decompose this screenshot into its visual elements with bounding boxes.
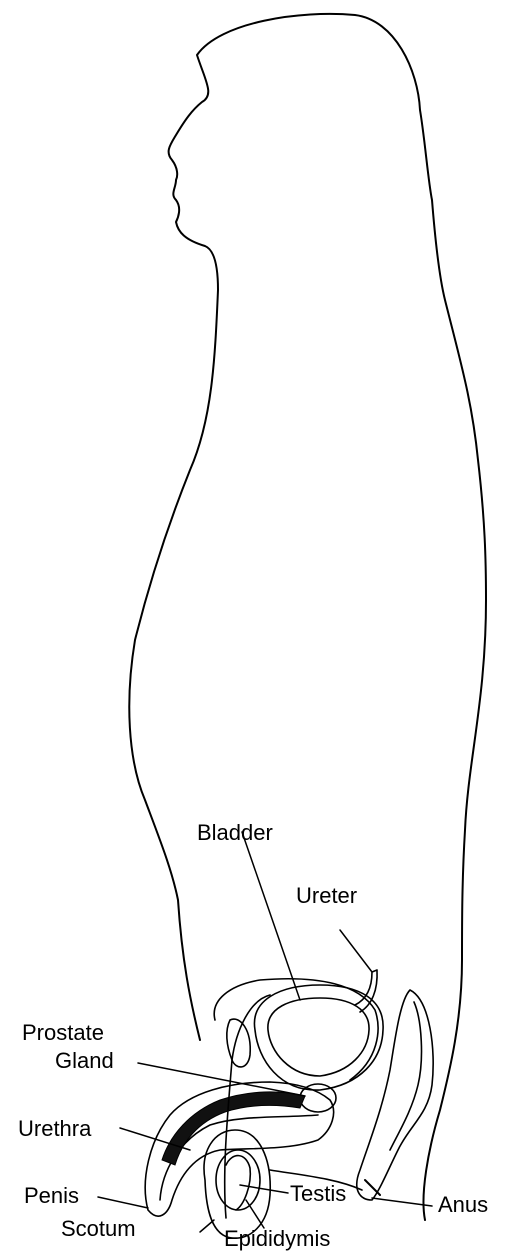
pelvis-outline xyxy=(214,979,378,1080)
label-prostate-line1: Prostate xyxy=(22,1020,104,1046)
bladder-inner xyxy=(268,998,369,1076)
label-penis: Penis xyxy=(24,1183,79,1209)
prostate-leader xyxy=(138,1063,305,1096)
testis-shape xyxy=(216,1150,260,1210)
bladder-leader xyxy=(242,832,300,1000)
scrotum-leader xyxy=(200,1220,214,1232)
label-scrotum: Scotum xyxy=(61,1216,136,1242)
prostate-shape xyxy=(300,1084,336,1112)
epididymis-leader xyxy=(246,1200,264,1228)
label-epididymis: Epididymis xyxy=(224,1226,330,1252)
label-anus: Anus xyxy=(438,1192,488,1218)
label-ureter: Ureter xyxy=(296,883,357,909)
penis-leader xyxy=(98,1197,148,1208)
bladder-shape xyxy=(254,985,383,1090)
rectum-inner xyxy=(390,1002,421,1150)
label-urethra: Urethra xyxy=(18,1116,91,1142)
ureter-leader xyxy=(340,930,372,972)
label-testis: Testis xyxy=(290,1181,346,1207)
label-bladder: Bladder xyxy=(197,820,273,846)
label-prostate-line2: Gland xyxy=(55,1048,114,1074)
pubic-bone xyxy=(227,1019,250,1067)
